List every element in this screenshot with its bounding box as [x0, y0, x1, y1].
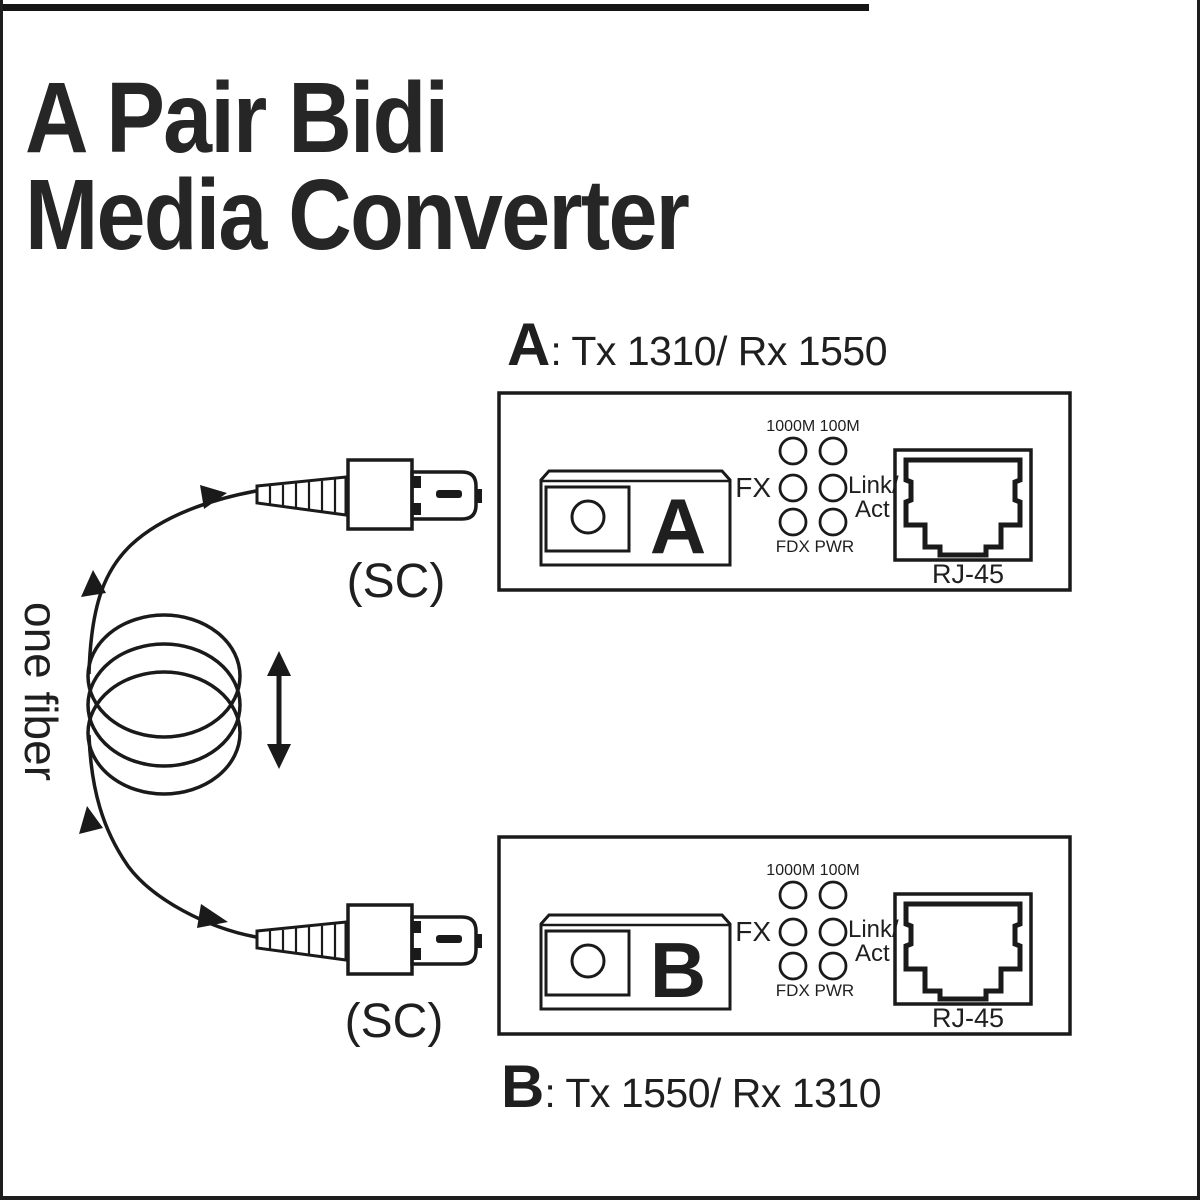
converter-b-fiber-module: B	[539, 913, 732, 1014]
one-fiber-label: one fiber	[15, 602, 67, 781]
fiber-port-icon	[570, 499, 606, 535]
connector-body	[346, 458, 414, 531]
converter-a-fiber-module: A	[539, 469, 732, 570]
sc-connector-bottom: (SC)	[255, 903, 482, 1048]
led-link-icon	[818, 473, 848, 503]
converter-a-spec-label: A: Tx 1310/ Rx 1550	[507, 310, 888, 379]
converter-b-rj45-port: RJ-45	[893, 892, 1033, 1033]
converter-b-spec-label: B: Tx 1550/ Rx 1310	[501, 1052, 882, 1121]
rj45-jack-icon	[903, 457, 1023, 558]
led-100m-icon	[818, 880, 848, 910]
page-title-line1: A Pair Bidi	[25, 62, 449, 174]
converter-b-spec-letter: B	[501, 1053, 545, 1120]
page-title: A Pair Bidi Media Converter	[25, 62, 690, 271]
ferrule-slot	[436, 935, 462, 943]
arrowhead-icon	[81, 570, 106, 597]
led-label-fdx-pwr: FDX PWR	[776, 981, 854, 1000]
led-100m-icon	[818, 436, 848, 466]
connector-ferrule	[410, 915, 478, 966]
ferrule-slot	[436, 490, 462, 498]
led-label-1000m-100m: 1000M 100M	[766, 862, 859, 879]
top-edge-rule	[3, 4, 869, 11]
led-fdx-icon	[778, 507, 808, 537]
led-link-icon	[818, 917, 848, 947]
led-1000m-icon	[778, 880, 808, 910]
sc-label-top: (SC)	[347, 555, 446, 608]
led-pwr-icon	[818, 507, 848, 537]
led-label-link: Link/	[848, 916, 899, 943]
converter-b-panel: B 1000M 100M FX Link/ Act FDX PWR RJ-45	[497, 835, 1072, 1036]
boot-stripes	[268, 924, 337, 957]
led-fdx-icon	[778, 951, 808, 981]
sc-label-bottom: (SC)	[345, 995, 444, 1048]
fiber-coil-icon	[86, 613, 242, 796]
fiber-port-icon	[570, 943, 606, 979]
converter-b-rj45-label: RJ-45	[932, 1003, 1004, 1033]
connector-boot	[255, 475, 348, 517]
connector-body	[346, 903, 414, 976]
converter-b-spec-text: : Tx 1550/ Rx 1310	[544, 1070, 882, 1116]
led-label-fdx-pwr: FDX PWR	[776, 537, 854, 556]
led-fx-icon	[778, 473, 808, 503]
rj45-jack-icon	[903, 901, 1023, 1002]
converter-a-rj45-label: RJ-45	[932, 559, 1004, 589]
converter-b-leds: 1000M 100M FX Link/ Act FDX PWR	[735, 862, 899, 1000]
led-fx-icon	[778, 917, 808, 947]
led-label-act: Act	[855, 940, 890, 967]
connector-boot	[255, 920, 348, 962]
page-title-line2: Media Converter	[25, 159, 690, 271]
sc-connector-top: (SC)	[255, 458, 482, 608]
converter-b-outline	[497, 835, 1072, 1036]
led-1000m-icon	[778, 436, 808, 466]
fiber-path: one fiber	[15, 485, 291, 939]
converter-b-panel-letter: B	[650, 926, 706, 1014]
arrowhead-icon	[197, 904, 228, 928]
converter-a-leds: 1000M 100M FX Link/ Act FDX PWR	[735, 418, 899, 556]
arrowhead-icon	[200, 485, 227, 509]
arrowhead-icon	[79, 806, 103, 834]
led-label-1000m-100m: 1000M 100M	[766, 418, 859, 435]
connector-ferrule	[410, 470, 478, 521]
converter-a-outline	[497, 391, 1072, 592]
converter-a-rj45-port: RJ-45	[893, 448, 1033, 589]
led-label-fx: FX	[735, 916, 771, 947]
converter-a-panel: A 1000M 100M FX Link/ Act FDX PWR RJ-4	[497, 391, 1072, 592]
converter-a-panel-letter: A	[650, 482, 706, 570]
converter-a-spec-text: : Tx 1310/ Rx 1550	[550, 328, 888, 374]
led-label-fx: FX	[735, 472, 771, 503]
boot-stripes	[268, 479, 337, 512]
led-pwr-icon	[818, 951, 848, 981]
led-label-link: Link/	[848, 472, 899, 499]
fiber-diagram: A 1000M 100M FX Link/ Act FDX PWR RJ-4	[15, 391, 1072, 1048]
converter-a-spec-letter: A	[507, 311, 551, 378]
bidirectional-arrow-icon	[267, 651, 291, 769]
led-label-act: Act	[855, 496, 890, 523]
